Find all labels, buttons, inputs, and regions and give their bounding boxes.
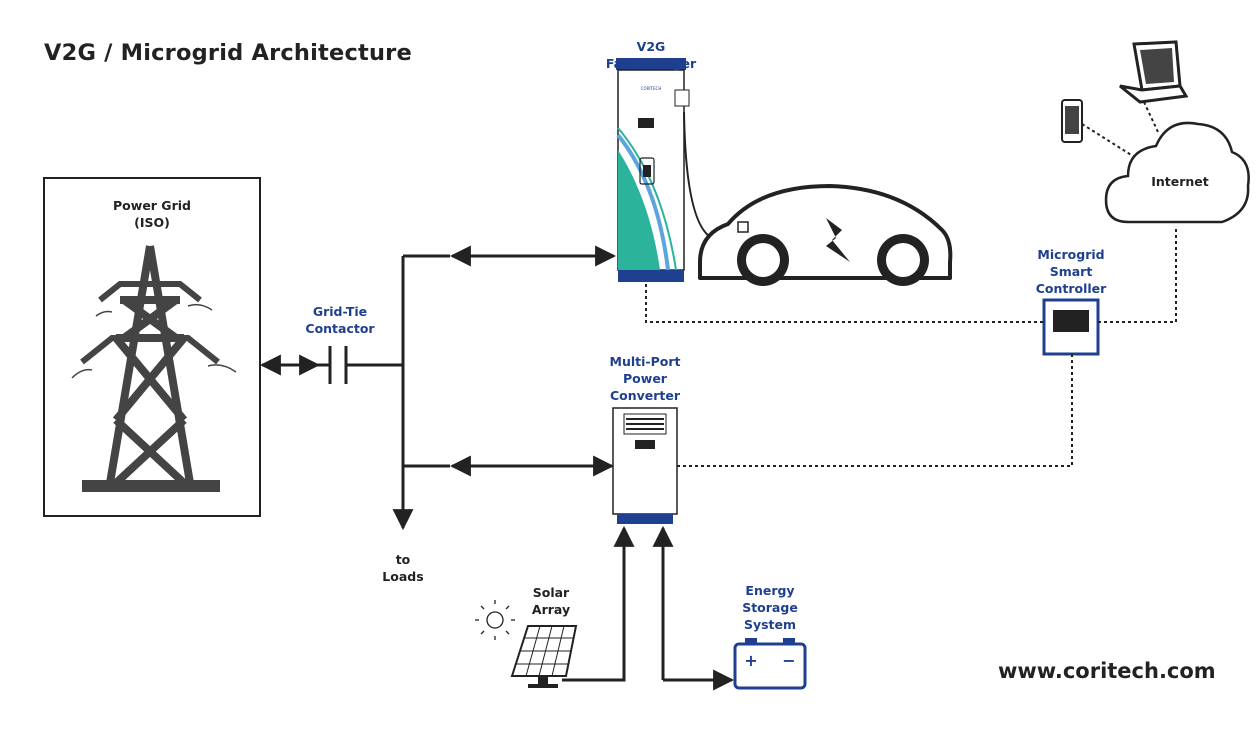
transmission-tower-icon [80, 245, 220, 486]
grid-tie-contactor-label: Grid-Tie Contactor [305, 304, 375, 336]
sun-icon [475, 600, 515, 640]
internet-cloud-icon [1104, 121, 1250, 224]
battery-minus: − [782, 651, 795, 670]
laptop-icon [1119, 40, 1189, 104]
energy-storage-label: Energy Storage System [742, 583, 798, 632]
multi-port-converter [612, 407, 678, 524]
smartphone-icon [1061, 99, 1083, 143]
solar-array-label: Solar Array [531, 585, 571, 617]
communication-links [645, 101, 1177, 467]
to-loads-label: to Loads [382, 552, 424, 584]
multi-port-converter-label: Multi-Port Power Converter [609, 354, 681, 403]
power-lines [71, 303, 237, 379]
electric-car-icon [698, 184, 953, 286]
page-title: V2G / Microgrid Architecture [44, 40, 412, 66]
smart-controller-label: Microgrid Smart Controller [1035, 247, 1107, 296]
power-grid-label: Power Grid (ISO) [113, 198, 191, 230]
tower-base [82, 480, 220, 492]
microgrid-controller [1042, 298, 1100, 356]
website-link[interactable]: www.coritech.com [998, 659, 1216, 683]
battery-plus: + [744, 651, 757, 670]
power-grid-box [43, 177, 261, 517]
v2g-charger-label: V2G Fast Charger [605, 39, 697, 71]
solar-panel-icon [510, 625, 578, 688]
v2g-charger: CORITECH [616, 58, 690, 282]
battery-icon [733, 638, 807, 690]
internet-label: Internet [1151, 174, 1209, 189]
svg-text:CORITECH: CORITECH [641, 86, 662, 91]
